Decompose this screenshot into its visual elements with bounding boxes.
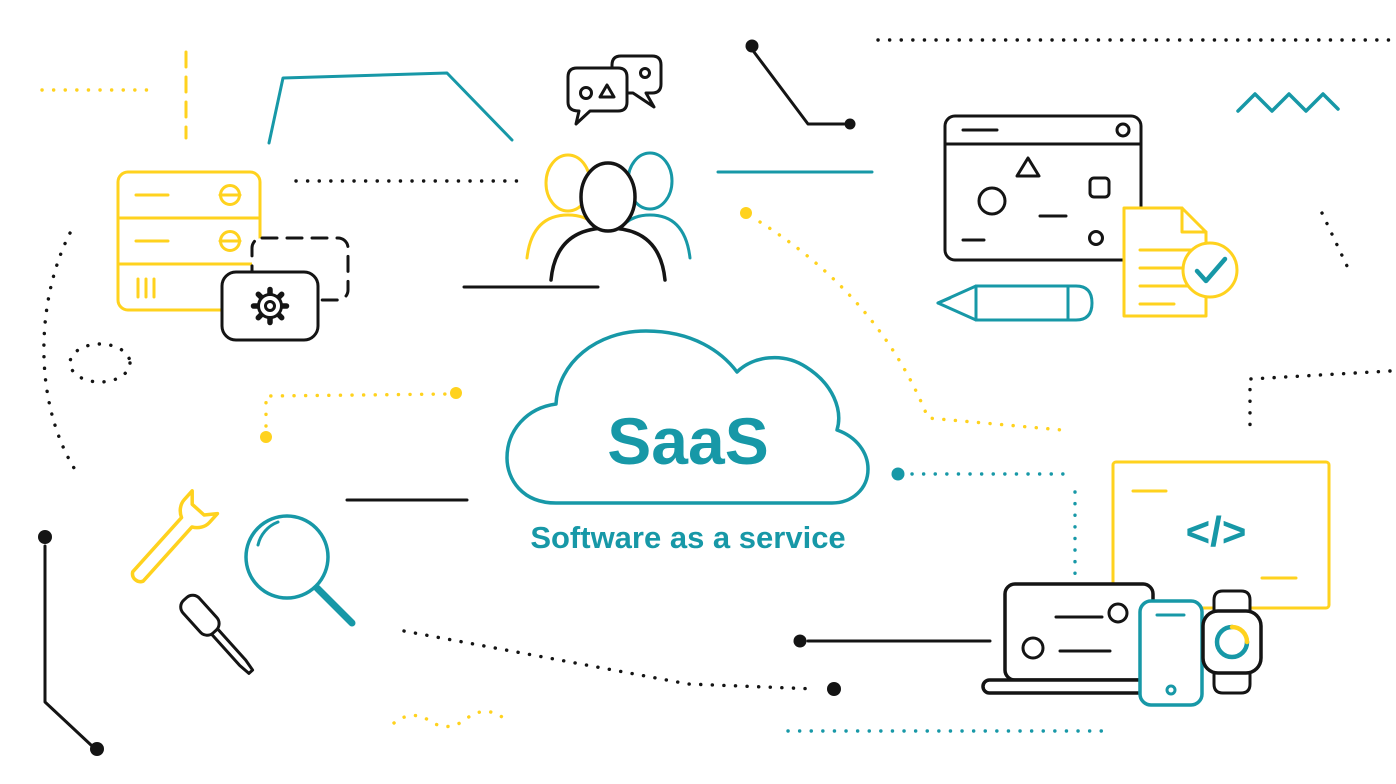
circuit-dot — [90, 742, 104, 756]
phone-body — [1138, 599, 1204, 707]
code-window-icon: </> — [1111, 460, 1331, 610]
yellow-dot — [740, 207, 752, 219]
chat-bubbles-icon — [566, 54, 663, 126]
yellow-wavy-dotted-line — [392, 709, 504, 729]
screwdriver-icon — [179, 593, 255, 675]
browser-frame — [943, 114, 1143, 262]
pencil-tip — [936, 284, 978, 322]
pencil-body — [974, 284, 1070, 322]
phone-home-button — [1165, 684, 1177, 696]
bubble-detail-triangle — [598, 83, 616, 99]
teal-dotted-connectors — [786, 467, 1110, 733]
document-checkmark-icon — [1122, 206, 1239, 318]
server-led-lines — [218, 193, 242, 243]
pencil-lead — [936, 296, 952, 305]
watch-ring-yellow — [1229, 624, 1250, 645]
cloud-icon: SaaS — [505, 329, 870, 505]
magnifier-shine — [256, 520, 280, 547]
dotted-arc-left — [42, 231, 132, 470]
dotted-curve-path — [758, 220, 1064, 432]
circuit-dot — [745, 39, 759, 53]
circuit-line-top — [745, 39, 856, 130]
dotted-blob — [68, 342, 132, 384]
browser-triangle-shape — [1015, 156, 1041, 178]
gear-teeth — [250, 286, 290, 326]
server-detail-lines — [134, 193, 170, 299]
document-fold — [1180, 206, 1208, 234]
user-black-head — [579, 161, 637, 233]
dotted-elbow-right — [1248, 369, 1392, 430]
saas-title: SaaS — [607, 404, 768, 478]
browser-small-circle — [1088, 230, 1104, 246]
smartphone-icon — [1138, 599, 1204, 707]
watch-band-bottom — [1212, 669, 1252, 695]
gear-center — [264, 300, 276, 312]
user-group-icon — [462, 151, 692, 289]
decor-top-left — [40, 50, 188, 140]
laptop-screen-circle — [1021, 636, 1045, 660]
browser-circle-shape — [977, 186, 1007, 216]
magnifier-handle — [313, 584, 356, 627]
laptop-screen-lines — [1054, 615, 1112, 653]
check-circle — [1181, 241, 1239, 299]
dotted-arc — [42, 231, 76, 470]
document-text-lines — [1138, 248, 1194, 306]
yellow-dotted-elbow — [260, 387, 462, 443]
teal-dot — [891, 467, 905, 481]
server-stack-icon — [116, 170, 262, 312]
circuit-path — [43, 544, 93, 747]
wrench-icon — [130, 489, 220, 584]
yellow-dot — [450, 387, 462, 399]
teal-frame-line — [267, 71, 514, 145]
laptop-screen — [1003, 582, 1155, 682]
dotted-diagonal-bottom — [402, 629, 841, 696]
cloud-outline — [505, 329, 870, 505]
black-dot — [827, 682, 841, 696]
black-line-to-laptop — [793, 634, 992, 648]
yellow-dot — [260, 431, 272, 443]
wrench-outline — [130, 489, 220, 584]
server-row-dividers — [116, 216, 262, 266]
dotted-diagonal-path — [402, 629, 818, 691]
browser-window-icon — [943, 114, 1143, 262]
black-dot — [793, 634, 807, 648]
circuit-dot — [844, 118, 856, 130]
circuit-dot — [38, 530, 52, 544]
yellow-dotted-curve — [740, 207, 1064, 432]
magnifying-glass-icon — [244, 514, 356, 627]
chat-bubble-left — [566, 66, 629, 126]
watch-ring-teal — [1214, 624, 1250, 660]
laptop-icon — [981, 582, 1175, 695]
browser-bars — [943, 128, 1143, 242]
magnifier-lens — [244, 514, 330, 600]
zigzag-icon — [1236, 92, 1340, 113]
dotted-elbow-path — [264, 392, 450, 428]
watch-band-top — [1212, 589, 1252, 615]
code-window-dashes — [1131, 489, 1298, 580]
dotted-diagonal-right — [1320, 211, 1349, 268]
dotted-lines-right — [1248, 211, 1392, 430]
smartwatch-icon — [1201, 589, 1263, 695]
bubble-detail-circle — [579, 86, 593, 100]
circuit-path — [752, 50, 846, 126]
laptop-screen-circle — [1107, 602, 1129, 624]
watch-body — [1201, 609, 1263, 675]
pencil-eraser — [1066, 284, 1094, 322]
browser-titlebar-circle — [1115, 122, 1131, 138]
browser-square-shape — [1088, 176, 1111, 199]
circuit-line-bottom-left — [38, 530, 104, 756]
pencil-icon — [936, 284, 1094, 322]
checkmark — [1194, 256, 1228, 284]
screwdriver-shaft — [208, 625, 255, 675]
settings-gear-icon — [220, 270, 320, 342]
code-symbol: </> — [1186, 508, 1247, 555]
gear-ring — [257, 293, 283, 319]
saas-subtitle: Software as a service — [530, 520, 845, 555]
screwdriver-handle — [179, 593, 221, 637]
bubble-detail-circle — [639, 67, 651, 79]
